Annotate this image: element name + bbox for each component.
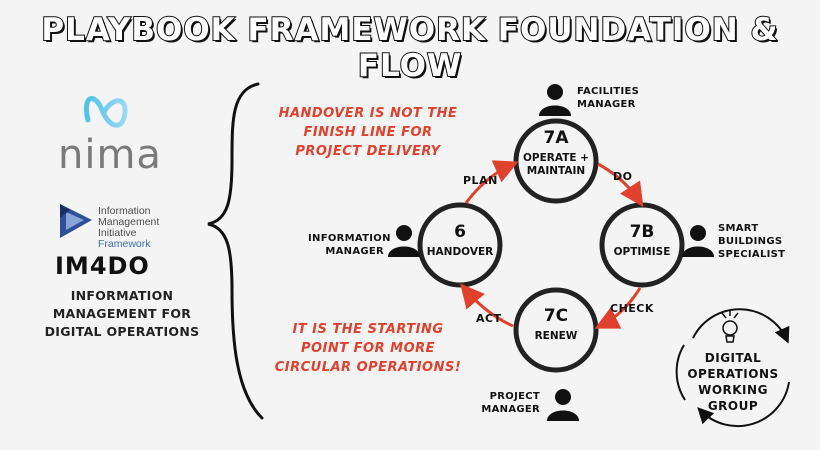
role-information-line-2: MANAGER: [325, 246, 384, 257]
imf-line-1: Information: [98, 205, 151, 217]
role-project-line-2: MANAGER: [481, 404, 540, 415]
role-project: PROJECT MANAGER: [480, 390, 540, 416]
dowg-line-3: WORKING: [698, 383, 768, 397]
role-facilities: FACILITIES MANAGER: [577, 85, 639, 111]
arrow-do: [597, 162, 644, 207]
role-information-line-1: INFORMATION: [308, 233, 391, 244]
dowg-line-4: GROUP: [707, 399, 759, 413]
dowg-line-1: DIGITAL: [704, 351, 762, 365]
note-top-line-2: FINISH LINE FOR: [303, 125, 433, 140]
person-icon-smart: [682, 225, 714, 257]
curly-brace: [207, 82, 264, 420]
person-icon-information: [388, 225, 420, 257]
role-information: INFORMATION MANAGER: [308, 232, 391, 258]
arrow-check: [594, 287, 642, 329]
note-bottom: IT IS THE STARTING POINT FOR MORE CIRCUL…: [268, 320, 468, 377]
role-smart-line-2: BUILDINGS: [718, 236, 783, 247]
note-bottom-line-1: IT IS THE STARTING: [292, 322, 444, 337]
edge-label-check: CHECK: [610, 302, 654, 315]
dowg-line-2: OPERATIONS: [687, 367, 779, 381]
node-7a-label-line-2: MAINTAIN: [526, 165, 586, 177]
node-7a-label: OPERATE + MAINTAIN: [516, 152, 596, 178]
node-7b-number: 7B: [629, 222, 655, 242]
node-7c-label: RENEW: [534, 330, 578, 342]
role-facilities-line-1: FACILITIES: [577, 86, 640, 97]
edge-label-act: ACT: [476, 312, 502, 325]
edge-label-plan: PLAN: [463, 174, 498, 187]
role-smart: SMART BUILDINGS SPECIALIST: [718, 222, 785, 261]
node-7a-label-line-1: OPERATE +: [523, 152, 589, 164]
nima-logo-text: nima: [58, 132, 162, 178]
person-icon-project: [547, 389, 579, 421]
person-icon-facilities: [539, 84, 571, 116]
nima-logo-icon: [84, 96, 128, 128]
node-6-circle: [417, 202, 503, 288]
role-facilities-line-2: MANAGER: [577, 99, 636, 110]
node-6-label: HANDOVER: [426, 246, 494, 258]
note-top: HANDOVER IS NOT THE FINISH LINE FOR PROJ…: [278, 104, 458, 161]
node-7c-number: 7C: [543, 306, 569, 326]
edge-label-do: DO: [613, 170, 633, 183]
arrow-act: [460, 283, 514, 328]
node-7c-circle: [513, 287, 599, 373]
note-bottom-line-2: POINT FOR MORE: [300, 341, 436, 356]
dowg-badge-text: DIGITAL OPERATIONS WORKING GROUP: [673, 350, 793, 414]
role-project-line-1: PROJECT: [489, 391, 540, 402]
imf-line-2: Management: [98, 216, 160, 228]
note-top-line-3: PROJECT DELIVERY: [295, 144, 441, 159]
arrow-plan: [464, 160, 519, 204]
im4do-title: IM4DO: [55, 252, 150, 280]
imf-line-3: Initiative: [98, 227, 137, 239]
node-7b-circle: [599, 202, 685, 288]
imf-line-4: Framework: [98, 238, 151, 250]
note-top-line-1: HANDOVER IS NOT THE: [278, 106, 458, 121]
im4do-desc-3: DIGITAL OPERATIONS: [44, 324, 200, 339]
im4do-desc-2: MANAGEMENT FOR: [52, 306, 192, 321]
note-bottom-line-3: CIRCULAR OPERATIONS!: [274, 360, 462, 375]
node-6-number: 6: [454, 222, 466, 242]
page-title: PLAYBOOK FRAMEWORK FOUNDATION & FLOW: [40, 11, 779, 85]
role-smart-line-1: SMART: [718, 223, 759, 234]
role-smart-line-3: SPECIALIST: [718, 249, 786, 260]
imf-logo-icon: [60, 204, 92, 238]
node-7b-label: OPTIMISE: [613, 246, 671, 258]
dowg-badge-icon: [675, 308, 790, 428]
node-7a-number: 7A: [543, 128, 569, 148]
im4do-desc-1: INFORMATION: [70, 288, 174, 303]
